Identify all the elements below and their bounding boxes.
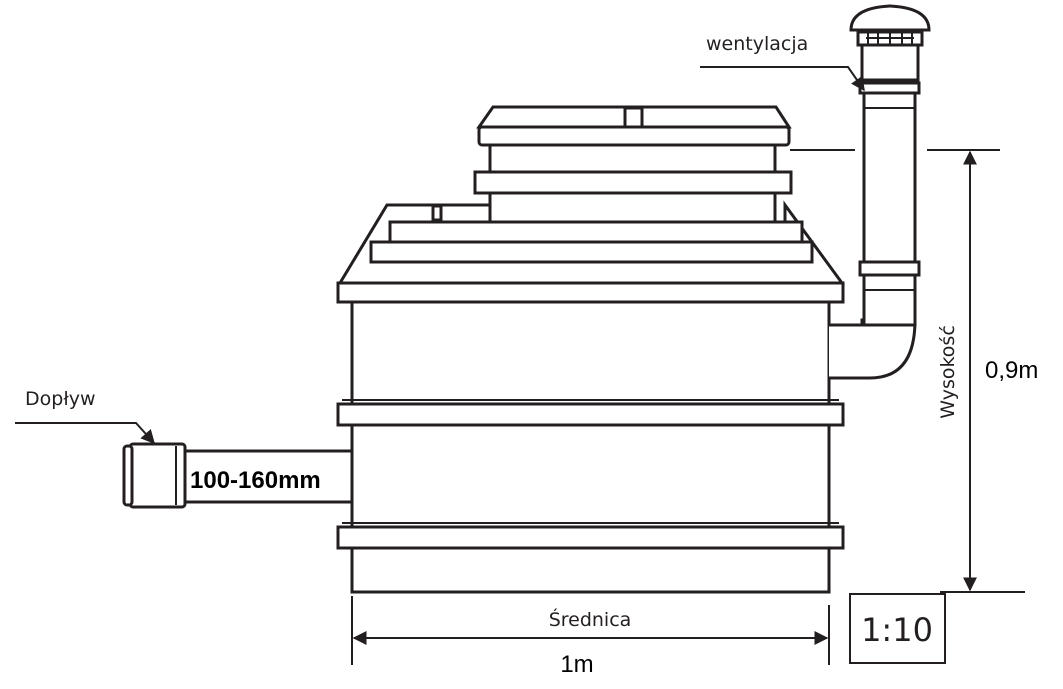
scale-label: 1:10: [861, 611, 933, 649]
tank-roof: [336, 200, 845, 304]
ventilation-leader-arrow: [700, 66, 865, 92]
tank-ring-lower: [336, 525, 845, 550]
tank-body: [336, 296, 845, 594]
inlet-leader-arrow: [15, 422, 155, 445]
manhole-lid: [477, 125, 791, 147]
diameter-dimension: [351, 596, 830, 665]
manhole-riser: [473, 105, 793, 224]
ventilation-label: wentylacja: [706, 33, 808, 55]
height-label: Wysokość: [937, 325, 959, 419]
height-dimension: [790, 149, 1025, 593]
vent-pipe: [829, 4, 931, 380]
inlet-diameter-label: 100-160mm: [190, 467, 321, 494]
diameter-label: Średnica: [549, 607, 632, 631]
inlet-pipe: [122, 442, 354, 509]
tank-ring-upper: [336, 402, 845, 427]
height-value: 0,9m: [985, 357, 1038, 384]
scale-box: [849, 593, 946, 664]
inlet-label: Dopływ: [25, 388, 96, 410]
vent-cap: [849, 4, 931, 32]
diameter-value: 1m: [560, 651, 593, 678]
